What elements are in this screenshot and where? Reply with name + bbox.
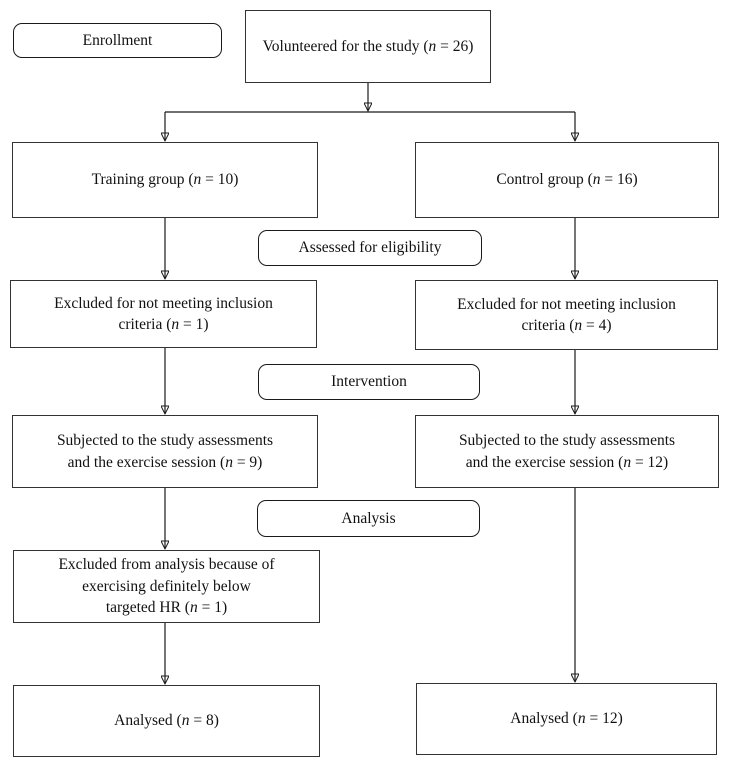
stage-label-text: Analysis: [341, 509, 396, 527]
node-text: Analysed (n = 8): [114, 712, 219, 730]
stage-label-intervention: Intervention: [258, 364, 480, 400]
node-control-group: Control group (n = 16): [415, 142, 719, 218]
node-analysed-right: Analysed (n = 12): [416, 683, 717, 755]
node-text: Analysed (n = 12): [510, 710, 623, 728]
node-text: Excluded for not meeting inclusion crite…: [54, 294, 273, 333]
stage-label-text: Intervention: [331, 373, 407, 390]
node-analysed-left: Analysed (n = 8): [13, 685, 320, 757]
node-subjected-right: Subjected to the study assessments and t…: [415, 415, 719, 488]
stage-label-text: Enrollment: [82, 31, 153, 49]
node-volunteered: Volunteered for the study (n = 26): [245, 10, 491, 83]
node-subjected-left: Subjected to the study assessments and t…: [12, 415, 318, 488]
node-text: Control group (n = 16): [496, 171, 638, 189]
node-text: Subjected to the study assessments and t…: [56, 432, 274, 471]
stage-label-analysis: Analysis: [257, 500, 480, 537]
stage-label-assessed-for-eligibility: Assessed for eligibility: [258, 230, 482, 266]
node-text: Excluded from analysis because of exerci…: [58, 556, 275, 617]
stage-label-enrollment: Enrollment: [13, 23, 222, 58]
node-text: Subjected to the study assessments and t…: [458, 432, 676, 471]
node-text: Excluded for not meeting inclusion crite…: [457, 295, 676, 334]
node-excluded-inclusion-left: Excluded for not meeting inclusion crite…: [10, 280, 317, 348]
node-text: Training group (n = 10): [91, 171, 239, 189]
node-excluded-analysis: Excluded from analysis because of exerci…: [13, 550, 320, 623]
node-excluded-inclusion-right: Excluded for not meeting inclusion crite…: [415, 280, 718, 350]
node-training-group: Training group (n = 10): [12, 142, 318, 218]
node-text: Volunteered for the study (n = 26): [262, 37, 474, 55]
stage-label-text: Assessed for eligibility: [298, 239, 442, 256]
